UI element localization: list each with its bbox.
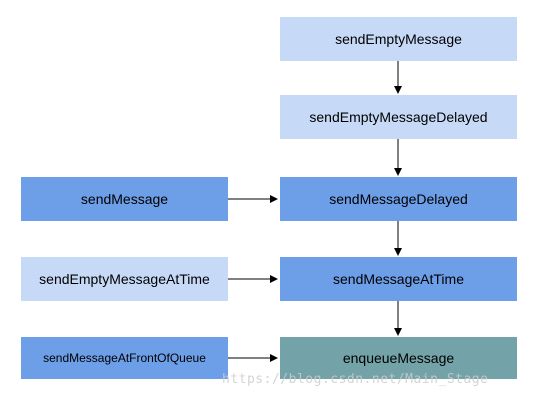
node-send-message-delayed: sendMessageDelayed [280,177,517,221]
node-label: sendEmptyMessageAtTime [39,271,210,287]
node-enqueue-message: enqueueMessage [280,337,517,379]
node-send-message-at-front-of-queue: sendMessageAtFrontOfQueue [21,337,228,379]
node-label: sendMessageAtTime [333,271,464,287]
node-send-empty-message-at-time: sendEmptyMessageAtTime [21,257,228,301]
node-send-empty-message: sendEmptyMessage [280,17,517,61]
node-label: sendMessageAtFrontOfQueue [43,351,206,365]
node-label: sendEmptyMessageDelayed [309,109,488,125]
node-label: sendMessage [80,191,169,207]
node-label: enqueueMessage [342,350,455,366]
node-send-message-at-time: sendMessageAtTime [280,257,517,301]
node-send-empty-message-delayed: sendEmptyMessageDelayed [280,95,517,139]
watermark-text: https://blog.csdn.net/Main_Stage [222,372,489,387]
node-label: sendMessageDelayed [329,191,468,207]
node-send-message: sendMessage [21,177,228,221]
node-label: sendEmptyMessage [335,31,462,47]
